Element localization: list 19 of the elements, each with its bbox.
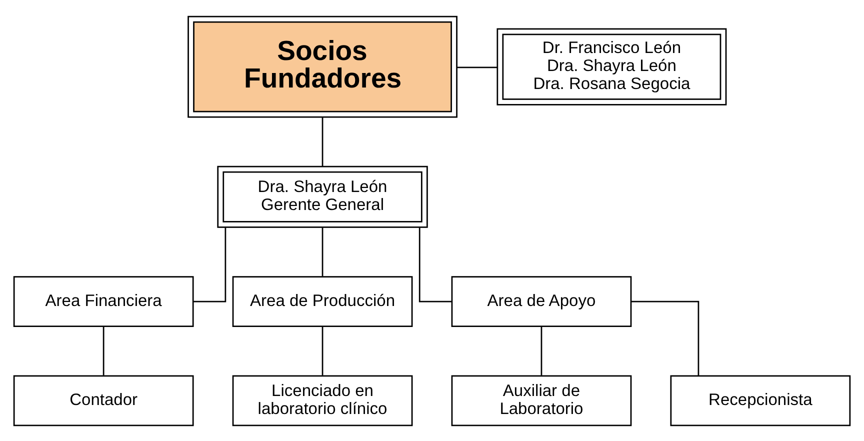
node-box: Dra. Shayra León Gerente General [217,165,428,228]
node-box: Area de Apoyo [451,276,632,327]
connector [456,66,498,68]
node-box: Contador [13,374,194,426]
connector [322,227,324,276]
node-box: Area Financiera [13,276,194,327]
node-box: Licenciado en laboratorio clínico [232,374,413,426]
node-box: Auxiliar de Laboratorio [451,374,632,426]
connector [631,300,700,376]
connector [322,116,324,166]
node-box: Area de Producción [232,276,413,327]
node-box: Recepcionista [670,374,851,426]
connector [540,326,542,375]
connector [193,227,226,302]
connector [418,227,452,302]
node-box: Socios Fundadores [188,15,458,118]
connector [322,326,324,375]
node-box: Dr. Francisco León Dra. Shayra León Dra. Rosana Segocia [496,28,727,105]
connector [102,326,104,375]
